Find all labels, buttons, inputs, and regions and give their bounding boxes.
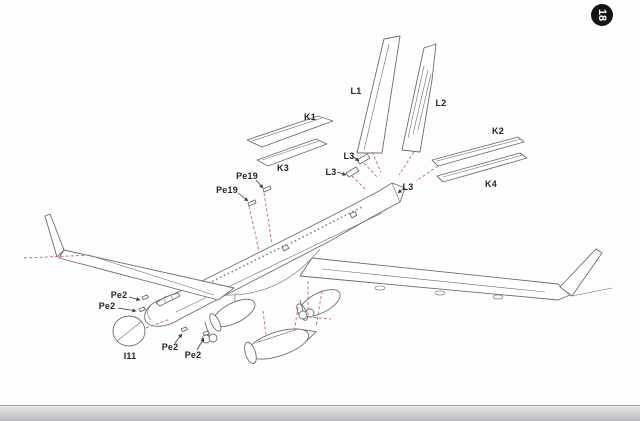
tail-fairing-parts-l3 <box>345 153 371 178</box>
horizontal-stabilizer-k3 <box>256 138 328 167</box>
door-mid <box>281 244 290 252</box>
exploded-engine-cowling <box>244 328 317 364</box>
page-bottom-edge <box>0 405 640 421</box>
step-number-badge: 18 <box>591 4 613 26</box>
leader-lines <box>23 151 439 336</box>
label-arrows <box>117 155 405 351</box>
step-number: 18 <box>596 8 608 22</box>
vertical-stabilizer-half-l1 <box>356 35 401 154</box>
horizontal-stabilizer-k2 <box>431 136 525 167</box>
belly-fairing <box>225 248 321 296</box>
right-winglet <box>559 248 603 297</box>
left-winglet <box>44 213 65 258</box>
horizontal-stabilizer-k1 <box>246 115 334 148</box>
radome-seam <box>147 304 152 321</box>
fuselage <box>144 182 406 327</box>
door-rear <box>349 211 358 219</box>
nose-parts-pe2 <box>138 294 210 337</box>
vertical-stabilizer-half-l2 <box>401 43 437 153</box>
cockpit-windows <box>155 292 181 307</box>
window-row-rear <box>290 205 365 244</box>
left-wing <box>44 213 235 301</box>
horizontal-stabilizer-k4 <box>436 152 528 183</box>
antenna-parts-pe19 <box>247 185 272 207</box>
right-wing <box>299 248 613 301</box>
radome-part-i11 <box>112 315 146 347</box>
left-engine <box>209 293 256 332</box>
